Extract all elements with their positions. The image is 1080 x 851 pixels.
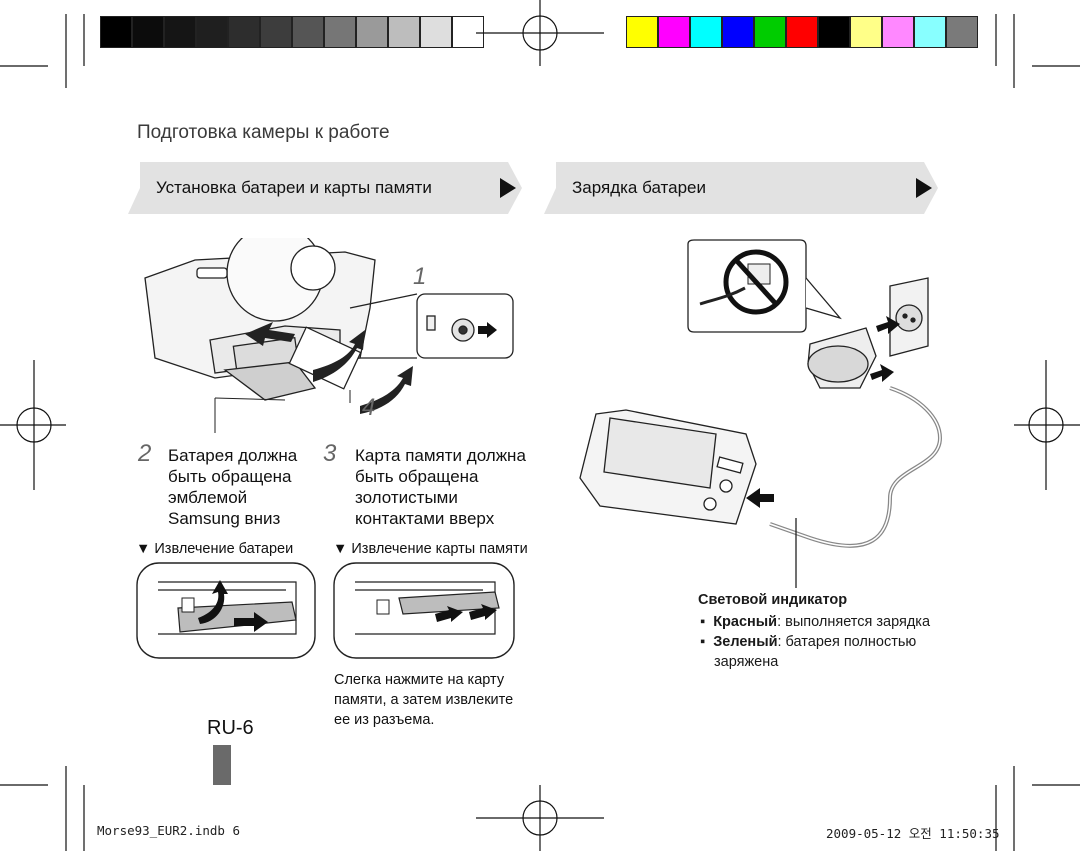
battery-removal-illustration: [136, 562, 316, 659]
crop-mark-icon: [0, 14, 85, 88]
card-note-line: Слегка нажмите на карту: [334, 672, 505, 688]
indicator-term: Красный: [713, 614, 778, 630]
registration-target-icon: [1014, 360, 1080, 490]
color-swatch: [690, 16, 722, 48]
charging-illustration: [579, 239, 943, 588]
step-2-text: Батарея должна быть обращена эмблемой Sa…: [168, 445, 297, 529]
step-number-2: 2: [138, 440, 152, 467]
card-removal-heading: ▼ Извлечение карты памяти: [333, 541, 528, 557]
step-3-line: контактами вверх: [355, 509, 495, 528]
color-swatch: [722, 16, 754, 48]
color-swatch: [658, 16, 690, 48]
color-swatch: [132, 16, 164, 48]
card-note-line: памяти, а затем извлеките: [334, 692, 514, 708]
step-number-3: 3: [323, 440, 337, 467]
crop-mark-icon: [995, 766, 1080, 851]
color-swatch: [356, 16, 388, 48]
no-outlet-icon: [699, 249, 789, 315]
color-swatch: [914, 16, 946, 48]
color-swatch: [882, 16, 914, 48]
color-swatch: [164, 16, 196, 48]
indicator-list: ▪ Красный: выполняется зарядка ▪ Зеленый…: [700, 612, 930, 672]
page-title: Подготовка камеры к работе: [137, 122, 390, 143]
crop-mark-icon: [0, 766, 85, 851]
step-2-line: Батарея должна: [168, 446, 298, 465]
charger-illustration: [807, 327, 877, 389]
color-swatch: [946, 16, 978, 48]
thumb-tab: [213, 745, 231, 785]
footer-file-info: Morse93_EUR2.indb 6: [97, 823, 240, 838]
color-swatch: [452, 16, 484, 48]
card-note-line: ее из разъема.: [334, 712, 435, 728]
indicator-desc: : выполняется зарядка: [777, 614, 931, 630]
footer-date-info: 2009-05-12 오전 11:50:35: [826, 826, 1000, 841]
card-removal-illustration: [333, 562, 515, 659]
play-arrow-icon: [916, 178, 932, 198]
color-swatch: [626, 16, 658, 48]
section-banner-battery-card: Установка батареи и карты памяти: [128, 162, 522, 214]
registration-target-icon: [476, 785, 604, 851]
color-swatch: [324, 16, 356, 48]
indicator-title: Световой индикатор: [698, 592, 848, 608]
color-swatch: [100, 16, 132, 48]
page-number: RU-6: [207, 717, 254, 739]
step-2-line: эмблемой: [168, 488, 248, 507]
color-swatch: [196, 16, 228, 48]
color-swatch: [420, 16, 452, 48]
color-swatch: [228, 16, 260, 48]
color-swatch: [786, 16, 818, 48]
play-arrow-icon: [500, 178, 516, 198]
color-swatch: [388, 16, 420, 48]
indicator-continuation: заряжена: [714, 654, 779, 670]
registration-target-icon: [0, 360, 66, 490]
indicator-item-red: ▪ Красный: выполняется зарядка: [700, 614, 931, 630]
color-swatch: [260, 16, 292, 48]
color-swatch: [850, 16, 882, 48]
color-swatch: [292, 16, 324, 48]
wall-outlet-icon: [889, 277, 929, 357]
banner-label-charging: Зарядка батареи: [572, 178, 706, 197]
step-3-line: быть обращена: [355, 467, 479, 486]
indicator-desc: : батарея полностью: [777, 634, 917, 650]
color-calibration-bar: [626, 16, 978, 48]
color-swatch: [754, 16, 786, 48]
card-removal-note: Слегка нажмите на карту памяти, а затем …: [334, 670, 513, 730]
section-banner-charging: Зарядка батареи: [544, 162, 938, 214]
step-3-line: Карта памяти должна: [355, 446, 526, 465]
registration-target-icon: [476, 0, 604, 66]
crop-mark-icon: [995, 14, 1080, 88]
indicator-item-green: ▪ Зеленый: батарея полностью: [700, 634, 917, 650]
camera-illustration: [144, 238, 514, 433]
battery-removal-heading: ▼ Извлечение батареи: [136, 541, 294, 557]
step-2-line: Samsung вниз: [168, 509, 281, 528]
step-3-line: золотистыми: [355, 488, 458, 507]
figure-label-4: 4: [362, 394, 376, 421]
figure-label-1: 1: [413, 263, 427, 290]
step-3-text: Карта памяти должна быть обращена золоти…: [355, 445, 526, 529]
indicator-term: Зеленый: [713, 634, 778, 650]
banner-label-battery-card: Установка батареи и карты памяти: [156, 178, 432, 197]
step-2-line: быть обращена: [168, 467, 292, 486]
grayscale-calibration-bar: [100, 16, 484, 48]
color-swatch: [818, 16, 850, 48]
